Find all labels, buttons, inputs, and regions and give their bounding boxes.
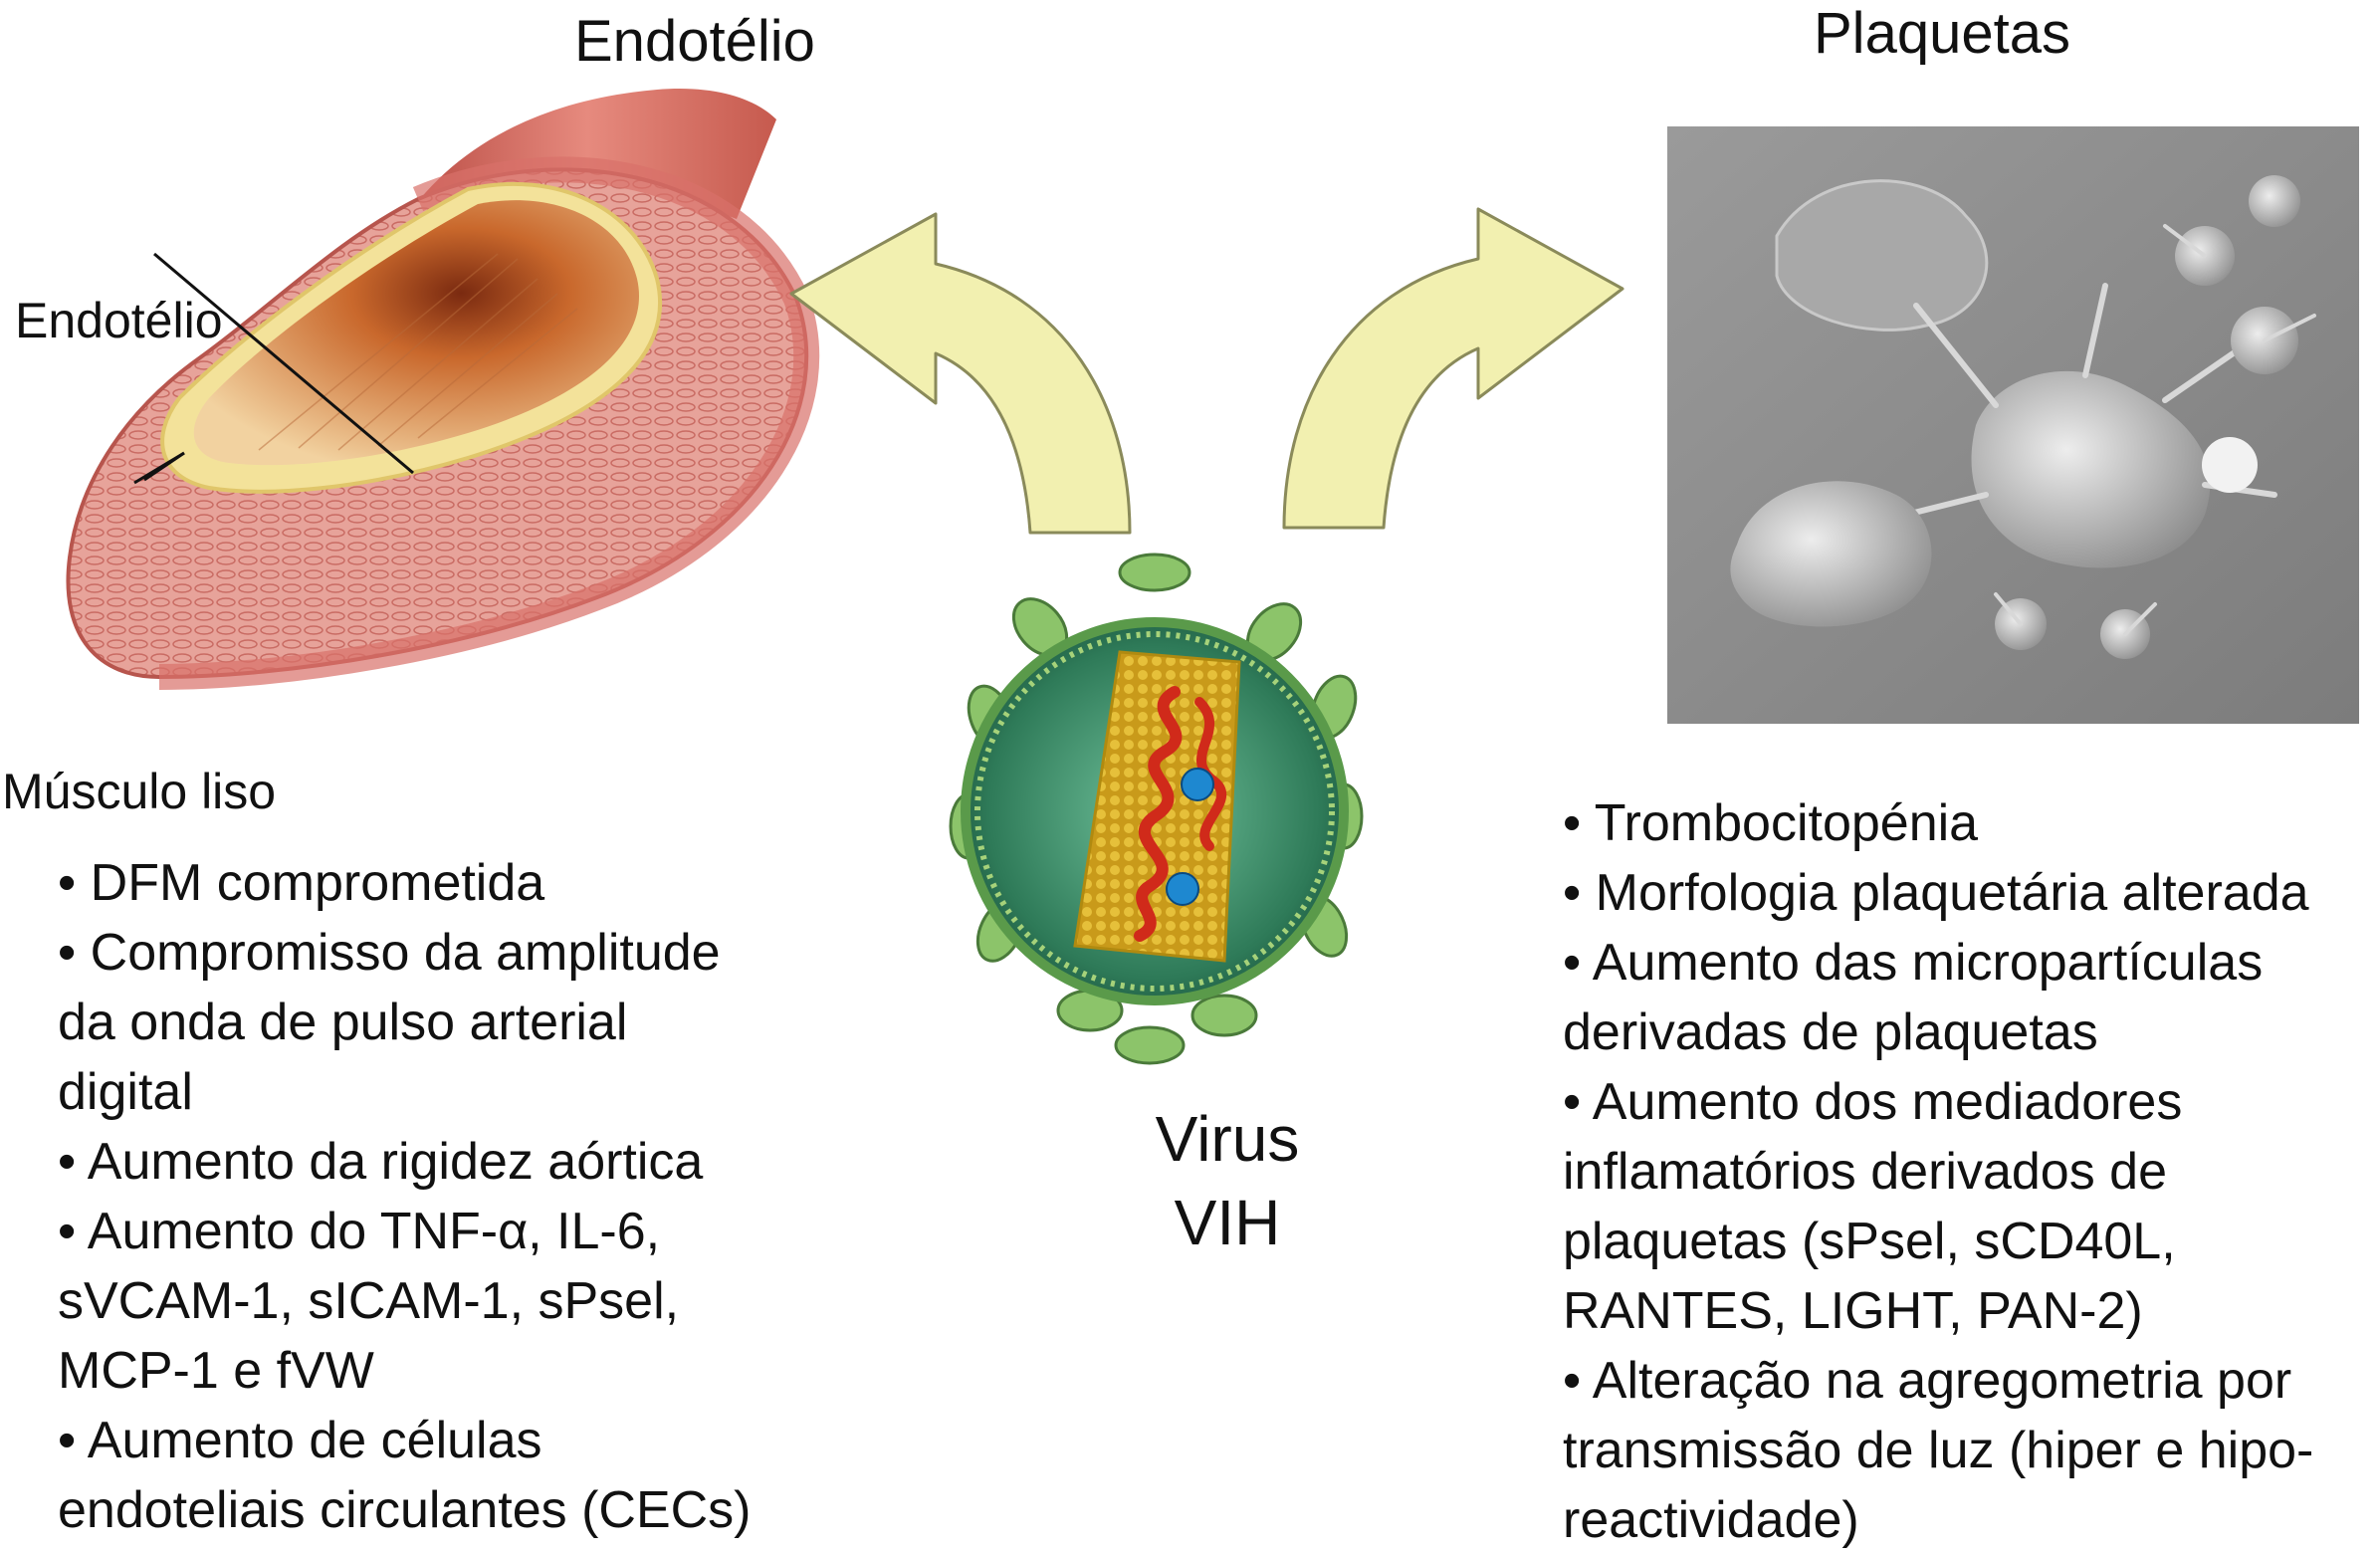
- virus-label-line1: Virus: [1155, 1103, 1300, 1175]
- platelet-effect-item: derivadas de plaquetas: [1563, 1003, 2098, 1061]
- virus-label: Virus VIH: [1108, 1097, 1347, 1264]
- artery-illustration: [66, 89, 820, 690]
- platelet-effect-item: • Morfologia plaquetária alterada: [1563, 864, 2309, 922]
- endothelium-effect-item: sVCAM-1, sICAM-1, sPsel,: [58, 1272, 680, 1330]
- platelet-effect-item: • Aumento dos mediadores: [1563, 1073, 2183, 1131]
- endothelium-effect-item: endoteliais circulantes (CECs): [58, 1481, 752, 1539]
- endothelium-effects-list: • DFM comprometida • Compromisso da ampl…: [58, 848, 752, 1545]
- platelet-effect-item: • Aumento das micropartículas: [1563, 934, 2264, 992]
- endothelium-label: Endotélio: [15, 293, 223, 348]
- platelet-effect-item: plaquetas (sPsel, sCD40L,: [1563, 1213, 2176, 1270]
- platelet-effect-item: reactividade): [1563, 1491, 1859, 1549]
- endothelium-effect-item: da onda de pulso arterial: [58, 994, 628, 1051]
- endothelium-effect-item: • Compromisso da amplitude: [58, 924, 721, 982]
- platelet-effect-item: • Alteração na agregometria por: [1563, 1352, 2292, 1410]
- platelet-effects-list: • Trombocitopénia • Morfologia plaquetár…: [1563, 788, 2313, 1555]
- endothelium-effect-item: • DFM comprometida: [58, 854, 545, 912]
- endothelium-effect-item: • Aumento da rigidez aórtica: [58, 1133, 704, 1191]
- endothelium-effect-item: MCP-1 e fVW: [58, 1342, 374, 1400]
- arrow-to-endothelium: [789, 212, 1132, 535]
- endothelium-effect-item: digital: [58, 1063, 193, 1121]
- platelet-effect-item: • Trombocitopénia: [1563, 794, 1979, 852]
- virus-label-line2: VIH: [1174, 1187, 1281, 1258]
- endothelium-effect-item: • Aumento de células: [58, 1412, 542, 1469]
- endothelium-effect-item: • Aumento do TNF-α, IL-6,: [58, 1203, 661, 1260]
- hiv-virus-illustration: [949, 553, 1364, 1065]
- platelet-effect-item: transmissão de luz (hiper e hipo-: [1563, 1422, 2314, 1479]
- platelets-title: Plaquetas: [1814, 1, 2070, 66]
- endothelium-title: Endotélio: [574, 9, 815, 74]
- platelet-effect-item: inflamatórios derivados de: [1563, 1143, 2167, 1201]
- platelet-effect-item: RANTES, LIGHT, PAN-2): [1563, 1282, 2143, 1340]
- smooth-muscle-label: Músculo liso: [2, 764, 277, 819]
- arrow-to-platelets: [1282, 207, 1624, 530]
- platelet-micrograph: [1667, 126, 2359, 724]
